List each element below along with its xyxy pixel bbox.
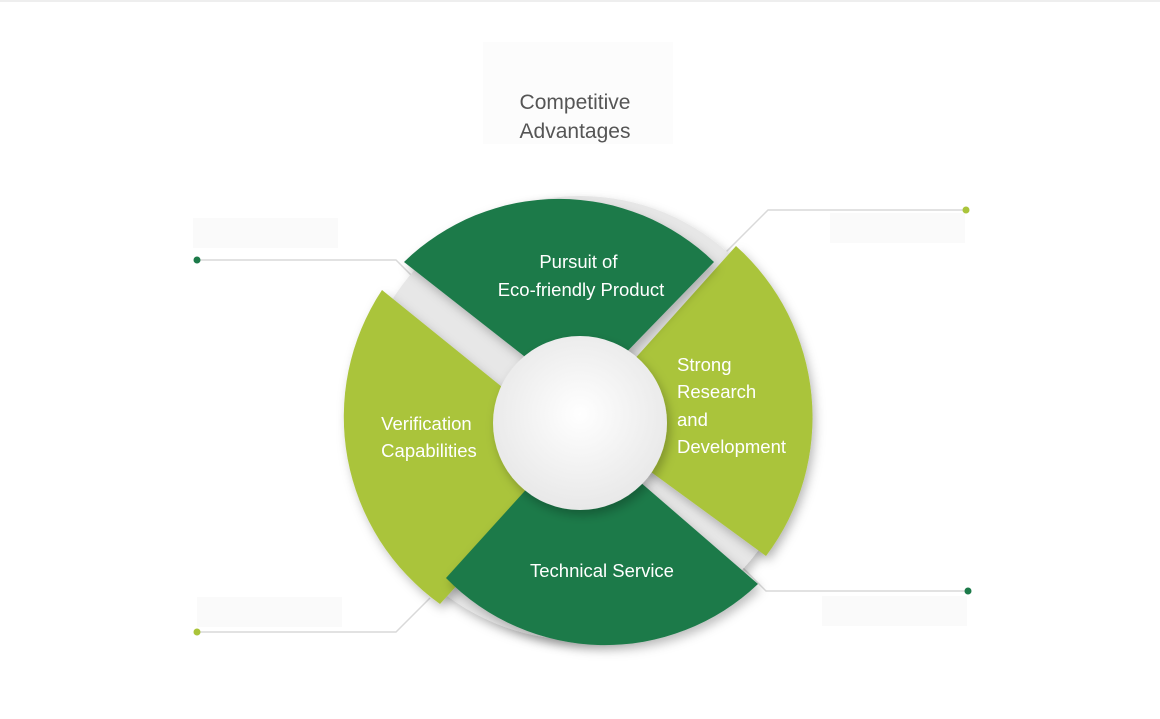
connector-dot-top-right [962, 206, 970, 214]
segment-bottom [446, 430, 758, 646]
segment-left-line-2: Capabilities [381, 440, 477, 461]
segment-top-label: Pursuit of Eco-friendly Product [498, 251, 665, 300]
segment-right-label: Strong Research and Development [677, 354, 786, 457]
connector-top-right [711, 209, 966, 267]
segment-bottom-line-1: Technical Service [530, 560, 674, 581]
connector-bottom-right [734, 559, 968, 592]
connector-dot-top-left [193, 256, 201, 264]
label-placeholder-bottom-right [822, 596, 967, 626]
title-backdrop [483, 42, 673, 144]
connector-dot-bottom-right [964, 587, 972, 595]
segment-top [404, 198, 714, 400]
segment-left-line-1: Verification [381, 413, 472, 434]
segment-right [580, 246, 813, 556]
connector-dot-bottom-left [193, 628, 201, 636]
segment-right-line-1: Strong [677, 354, 732, 375]
label-placeholder-top-right [830, 213, 965, 243]
segment-top-line-2: Eco-friendly Product [498, 279, 665, 300]
label-placeholder-top-left [193, 218, 338, 248]
segment-top-line-1: Pursuit of [539, 251, 618, 272]
center-circle [493, 336, 667, 510]
segment-left-label: Verification Capabilities [381, 413, 477, 461]
segment-right-line-4: Development [677, 436, 786, 457]
segment-left [343, 290, 580, 604]
title-line-1: Competitive [519, 91, 631, 114]
label-placeholder-bottom-left [197, 597, 342, 627]
top-divider [0, 0, 1160, 2]
title-line-2: Advantages [519, 120, 631, 143]
segment-bottom-label: Technical Service [530, 560, 674, 581]
connector-bottom-left [197, 597, 431, 633]
diagram-title: Competitive Advantages [483, 88, 667, 146]
segment-right-line-2: Research [677, 381, 756, 402]
segment-right-line-3: and [677, 409, 708, 430]
